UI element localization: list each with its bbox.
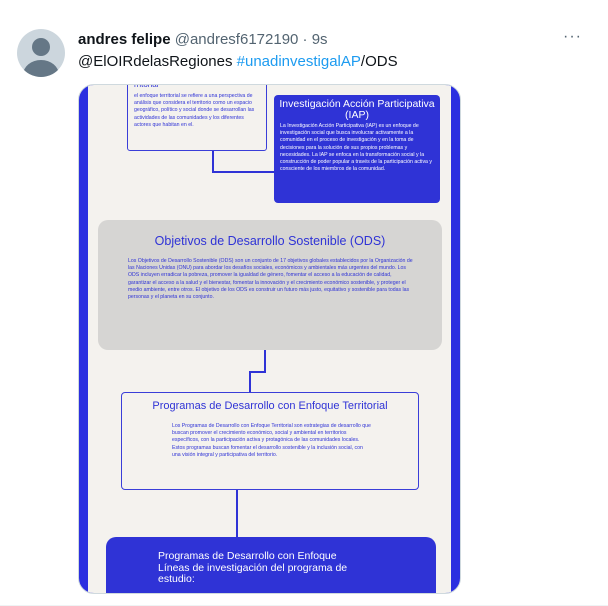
tweet-text: @ElOIRdelasRegiones #unadinvestigalAP/OD… <box>78 52 398 72</box>
ods-body: Los Objetivos de Desarrollo Sostenible (… <box>128 258 413 301</box>
author-handle[interactable]: @andresf6172190 <box>174 31 299 48</box>
programas-territorial-body: Los Programas de Desarrollo con Enfoque … <box>172 423 371 458</box>
iap-body: La Investigación Acción Participativa (I… <box>280 123 432 173</box>
tweet-media-image[interactable]: rritorial el enfoque territorial se refi… <box>78 84 461 594</box>
iap-box: Investigación Acción Participativa (IAP)… <box>274 95 440 203</box>
tweet-text-tail: /ODS <box>360 53 398 70</box>
programas-territorial-title: Programas de Desarrollo con Enfoque Terr… <box>152 400 388 412</box>
connector-line <box>236 490 238 537</box>
separator-dot: · <box>302 31 308 48</box>
author-name[interactable]: andres felipe <box>78 31 171 48</box>
avatar[interactable] <box>17 29 65 77</box>
connector-line <box>264 350 266 371</box>
mention-link[interactable]: @ElOIRdelasRegiones <box>78 53 233 70</box>
iap-title: Investigación Acción Participativa (IAP) <box>279 98 435 121</box>
connector-line <box>249 371 266 373</box>
programas-territorial-box: Programas de Desarrollo con Enfoque Terr… <box>121 392 419 490</box>
infographic-poster: rritorial el enfoque territorial se refi… <box>88 84 451 593</box>
programas-lineas-title: Programas de Desarrollo con Enfoque Líne… <box>158 550 348 585</box>
connector-line <box>249 371 251 392</box>
tweet-time[interactable]: 9s <box>311 31 328 48</box>
enfoque-territorial-title: rritorial <box>134 84 159 89</box>
tweet-header: andres felipe @andresf6172190 · 9s <box>78 30 328 50</box>
ods-title: Objetivos de Desarrollo Sostenible (ODS) <box>154 234 386 248</box>
more-options-icon[interactable]: ··· <box>563 28 582 45</box>
avatar-body-shape <box>23 60 59 77</box>
programas-lineas-box: Programas de Desarrollo con Enfoque Líne… <box>106 537 436 593</box>
ods-box: Objetivos de Desarrollo Sostenible (ODS)… <box>98 220 442 350</box>
enfoque-territorial-body: el enfoque territorial se refiere a una … <box>134 93 255 128</box>
avatar-head-shape <box>32 38 50 56</box>
hashtag-link[interactable]: #unadinvestigalAP <box>236 53 361 70</box>
connector-line <box>212 151 214 171</box>
enfoque-territorial-box: rritorial el enfoque territorial se refi… <box>127 84 267 151</box>
